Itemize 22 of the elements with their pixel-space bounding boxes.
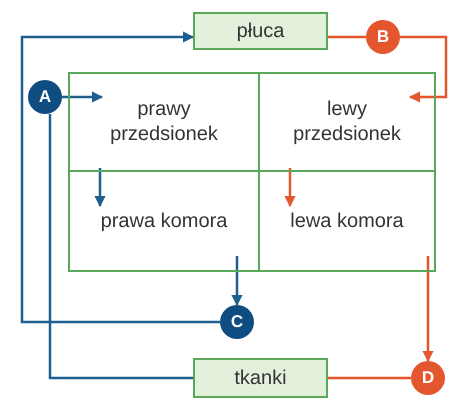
organ-label: płuca xyxy=(236,18,284,44)
letter-marker: B xyxy=(366,20,400,54)
arrow xyxy=(231,256,243,306)
organ-label: tkanki xyxy=(234,366,287,390)
chamber-label: lewy przedsionek xyxy=(292,97,402,147)
arrow xyxy=(400,36,448,103)
letter-marker: A xyxy=(28,80,62,114)
chamber-label: prawa komora xyxy=(100,208,228,234)
organ-box xyxy=(193,12,328,50)
arrow xyxy=(62,91,104,103)
arrow xyxy=(94,168,106,208)
letter-marker: D xyxy=(411,361,445,395)
arrow xyxy=(422,256,434,362)
chamber-label: lewa komora xyxy=(289,208,405,234)
connector-line xyxy=(328,376,411,380)
arrow xyxy=(284,168,296,208)
organ-box xyxy=(193,358,328,398)
connector-line xyxy=(48,114,193,380)
chamber-label: prawy przedsionek xyxy=(109,97,219,147)
letter-marker: C xyxy=(220,305,254,339)
arrow xyxy=(20,31,220,324)
connector-line xyxy=(328,36,366,38)
